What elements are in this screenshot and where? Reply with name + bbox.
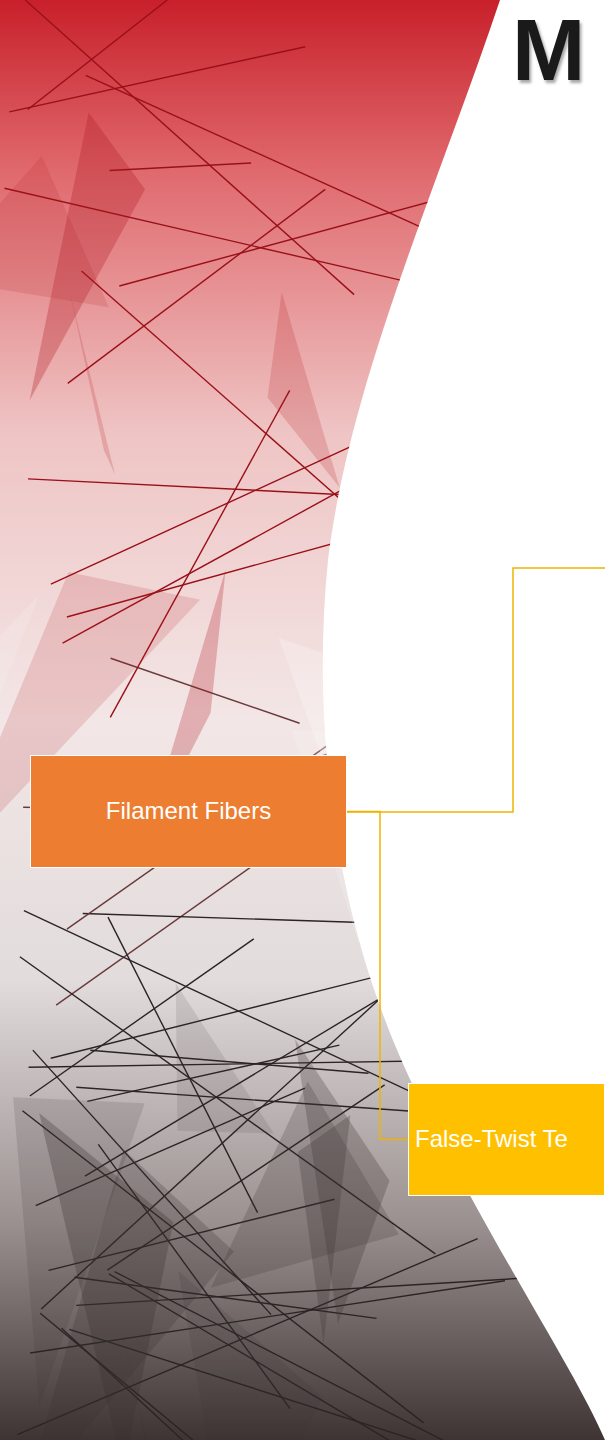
box-label: False-Twist Te (415, 1125, 568, 1154)
category-box: Filament Fibers (30, 755, 347, 868)
tree-connector (347, 812, 408, 1140)
slide-title: M (512, 2, 585, 99)
branch-line (347, 568, 605, 812)
method-box: False-Twist Te (408, 1083, 605, 1196)
box-label: Filament Fibers (106, 797, 271, 826)
